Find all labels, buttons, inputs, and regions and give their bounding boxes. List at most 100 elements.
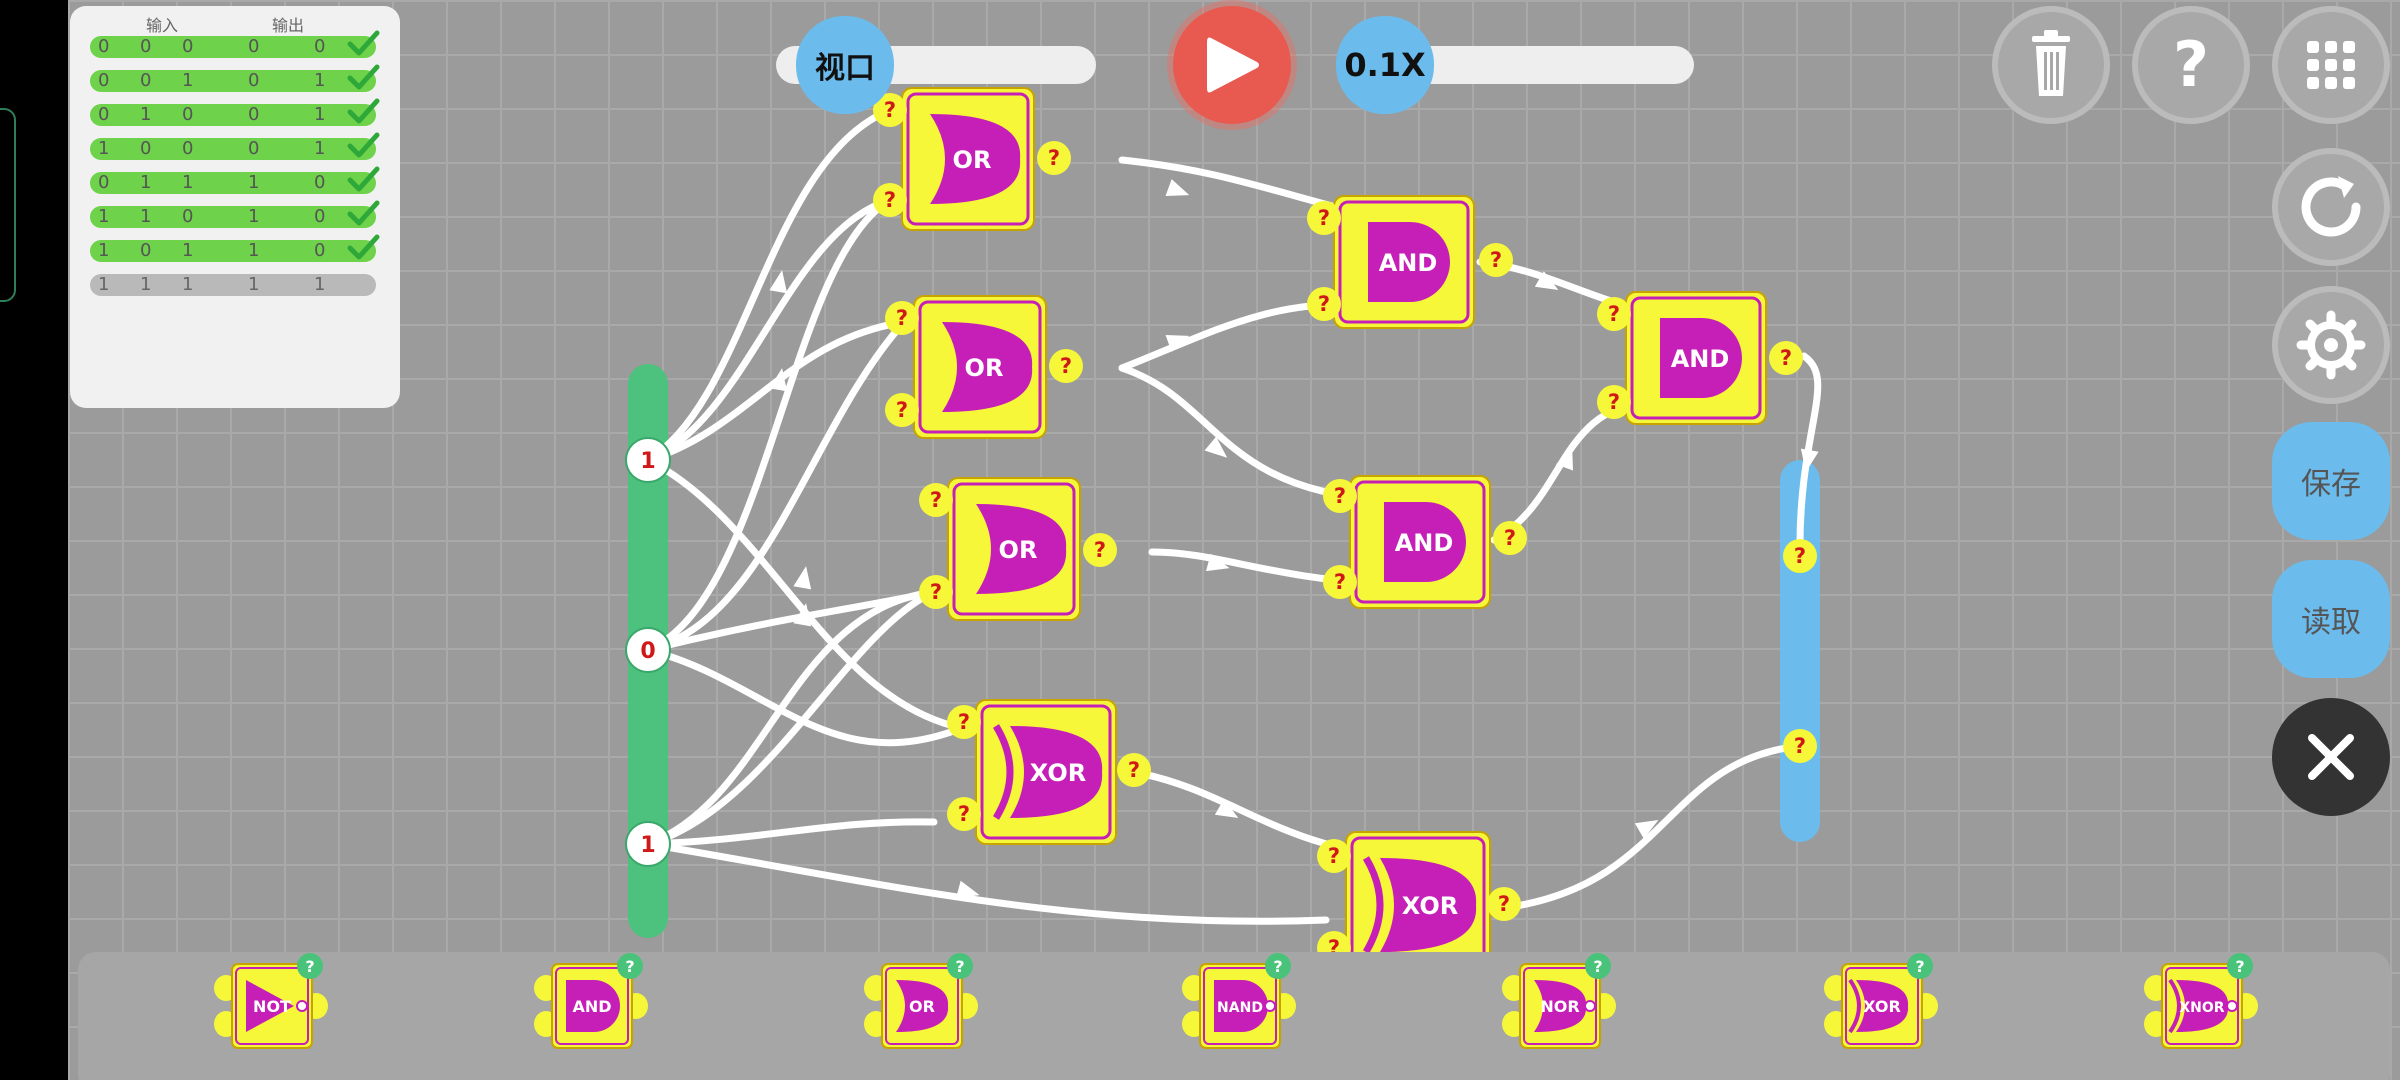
close-button[interactable] <box>2272 698 2390 816</box>
help-icon: ? <box>305 957 314 976</box>
palette-gate-nand[interactable]: NAND? <box>1182 953 1296 1049</box>
gate-help-badge[interactable]: ? <box>1907 953 1933 979</box>
output-pin[interactable]: ? <box>1117 753 1151 787</box>
menu-grid-button[interactable] <box>2272 6 2390 124</box>
checkmark-icon <box>347 64 380 90</box>
gate-help-badge[interactable]: ? <box>297 953 323 979</box>
input-node[interactable]: 1 <box>625 821 671 867</box>
wire-arrow-icon <box>1214 799 1239 818</box>
help-button[interactable]: ? <box>2132 6 2250 124</box>
gate-label: OR <box>953 146 992 174</box>
load-button[interactable]: 读取 <box>2272 560 2390 678</box>
save-button[interactable]: 保存 <box>2272 422 2390 540</box>
output-target-pin[interactable]: ? <box>1783 729 1817 763</box>
inverter-bubble-icon <box>296 1000 308 1012</box>
input-pin[interactable]: ? <box>885 393 919 427</box>
input-pin[interactable]: ? <box>919 575 953 609</box>
settings-button[interactable] <box>2272 286 2390 404</box>
gate-and3[interactable]: AND <box>1625 291 1767 425</box>
pin-label: ? <box>958 802 970 826</box>
circuit-canvas[interactable]: OR???OR???OR???XOR???AND???AND???AND???X… <box>68 0 2400 1080</box>
input-value: 0 <box>98 104 110 125</box>
checkmark-icon <box>347 166 380 192</box>
wire-arrow-icon <box>1165 179 1190 197</box>
output-pin[interactable]: ? <box>1049 349 1083 383</box>
output-pin[interactable]: ? <box>1487 887 1521 921</box>
input-pin[interactable]: ? <box>873 93 907 127</box>
gate-help-badge[interactable]: ? <box>947 953 973 979</box>
gate-or3[interactable]: OR <box>947 477 1081 621</box>
palette-gate-xor[interactable]: XOR? <box>1824 953 1938 1049</box>
input-pin[interactable]: ? <box>1307 287 1341 321</box>
input-value: 0 <box>248 70 260 91</box>
gate-and2[interactable]: AND <box>1349 475 1491 609</box>
wire-arrow-icon <box>1206 553 1230 572</box>
refresh-icon <box>2301 176 2361 237</box>
wire <box>1512 742 1804 910</box>
wire <box>644 588 938 848</box>
palette-gate-and[interactable]: AND? <box>534 953 648 1049</box>
palette-gate-or[interactable]: OR? <box>864 953 978 1049</box>
gate-help-badge[interactable]: ? <box>1265 953 1291 979</box>
gate-or1[interactable]: OR <box>901 87 1035 231</box>
trash-button[interactable] <box>1992 6 2110 124</box>
gate-palette-canvas[interactable]: NOT? AND? OR? NAND? NOR? XOR? XNOR? <box>78 952 2390 1080</box>
speed-slider-handle[interactable]: 0.1X <box>1336 16 1434 114</box>
gate-label: AND <box>1395 529 1454 557</box>
input-pin[interactable]: ? <box>1317 839 1351 873</box>
gate-help-badge[interactable]: ? <box>1585 953 1611 979</box>
edge-drawer-handle[interactable] <box>0 108 16 302</box>
pin-label: ? <box>1328 844 1340 868</box>
input-value: 1 <box>182 240 194 261</box>
output-pin[interactable]: ? <box>1493 521 1527 555</box>
input-pin[interactable]: ? <box>1597 385 1631 419</box>
gate-and1[interactable]: AND <box>1333 195 1475 329</box>
output-target-pin[interactable]: ? <box>1783 539 1817 573</box>
input-value: 0 <box>182 138 194 159</box>
wire-arrow-icon <box>1165 334 1190 352</box>
input-pin[interactable]: ? <box>1323 565 1357 599</box>
output-value: 1 <box>314 138 326 159</box>
game-board[interactable]: OR???OR???OR???XOR???AND???AND???AND???X… <box>68 0 2400 1080</box>
output-pin[interactable]: ? <box>1479 243 1513 277</box>
checkmark-icon <box>347 98 380 124</box>
output-pin[interactable]: ? <box>1083 533 1117 567</box>
output-value: 0 <box>314 172 326 193</box>
reset-button[interactable] <box>2272 148 2390 266</box>
input-value: 1 <box>98 206 110 227</box>
help-icon: ? <box>625 957 634 976</box>
viewport-slider-handle[interactable]: 视口 <box>796 16 894 114</box>
input-pin[interactable]: ? <box>885 301 919 335</box>
checkmark-icon <box>347 132 380 158</box>
palette-gate-not[interactable]: NOT? <box>214 953 328 1049</box>
input-value: 1 <box>182 172 194 193</box>
palette-gate-xnor[interactable]: XNOR? <box>2144 953 2258 1049</box>
input-pin[interactable]: ? <box>1323 479 1357 513</box>
input-pin[interactable]: ? <box>1307 201 1341 235</box>
wire-arrow-icon <box>793 566 812 590</box>
gear-icon <box>2296 310 2366 380</box>
pin-label: ? <box>1504 526 1516 550</box>
input-node[interactable]: 0 <box>625 627 671 673</box>
input-pin[interactable]: ? <box>873 183 907 217</box>
gate-or2[interactable]: OR <box>913 295 1047 439</box>
pin-label: ? <box>1060 354 1072 378</box>
input-pin[interactable]: ? <box>947 705 981 739</box>
palette-gate-nor[interactable]: NOR? <box>1502 953 1616 1049</box>
input-value: 1 <box>640 449 655 474</box>
input-pin[interactable]: ? <box>1597 297 1631 331</box>
output-pin[interactable]: ? <box>1037 141 1071 175</box>
input-node[interactable]: 1 <box>625 437 671 483</box>
gate-help-badge[interactable]: ? <box>2227 953 2253 979</box>
output-pin[interactable]: ? <box>1769 341 1803 375</box>
input-pin[interactable]: ? <box>947 797 981 831</box>
input-value: 0 <box>140 70 152 91</box>
gate-xor1[interactable]: XOR <box>975 699 1117 845</box>
wire-arrow-icon <box>1204 436 1228 458</box>
gate-xor2[interactable]: XOR <box>1345 831 1491 979</box>
input-pin[interactable]: ? <box>919 483 953 517</box>
play-button[interactable] <box>1173 6 1291 124</box>
gate-help-badge[interactable]: ? <box>617 953 643 979</box>
wire <box>1796 352 1822 560</box>
